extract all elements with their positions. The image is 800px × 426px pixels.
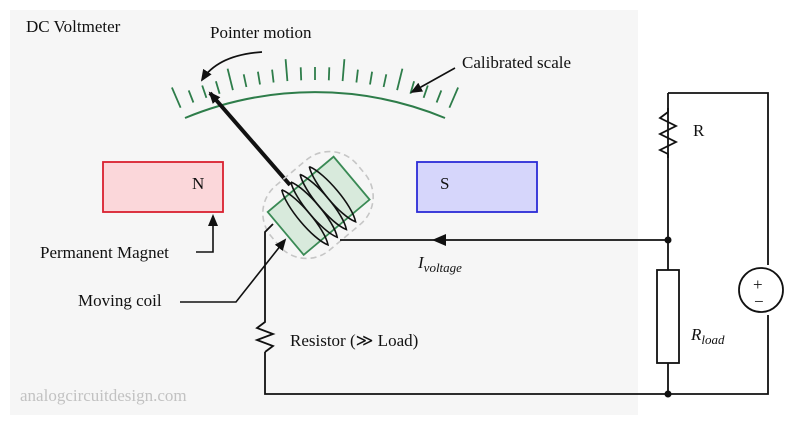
scale-tick	[226, 68, 234, 91]
north-label: N	[192, 174, 204, 193]
current-label: Ivoltage	[417, 253, 462, 275]
scale-tick	[299, 67, 303, 81]
moving-coil-label: Moving coil	[78, 291, 162, 310]
multiplier-resistor	[254, 318, 276, 353]
scale-tick	[341, 59, 346, 82]
moving-coil	[266, 155, 371, 257]
resistor-label: Resistor (≫ Load)	[290, 331, 418, 350]
scale-tick	[435, 90, 443, 103]
scale-tick	[242, 74, 248, 88]
moving-coil-arrow	[180, 238, 287, 303]
pointer-motion-label: Pointer motion	[210, 23, 312, 42]
watermark: analogcircuitdesign.com	[20, 386, 187, 405]
scale-tick	[369, 71, 373, 85]
north-magnet	[102, 161, 224, 213]
voltage-source	[738, 267, 784, 313]
permanent-magnet-arrow	[196, 214, 218, 253]
scale-tick	[355, 69, 359, 83]
scale-tick	[201, 85, 208, 99]
load-resistor	[656, 269, 680, 364]
junction-dot	[664, 236, 672, 244]
scale-tick	[382, 74, 388, 88]
resistor-r	[657, 108, 679, 158]
scale-tick	[187, 90, 195, 103]
title: DC Voltmeter	[26, 17, 121, 36]
scale-tick	[171, 87, 182, 109]
current-arrow-head	[432, 234, 446, 246]
scale-tick	[284, 59, 289, 82]
magnetic-field-outline	[262, 150, 374, 260]
permanent-magnet-label: Permanent Magnet	[40, 243, 169, 262]
scale-tick	[327, 67, 331, 81]
pointer-needle	[208, 91, 292, 187]
junction-dot	[664, 390, 672, 398]
scale-tick	[271, 69, 275, 83]
source-minus: −	[754, 292, 764, 311]
scale-tick	[257, 71, 261, 85]
source-plus: +	[753, 275, 763, 294]
resistor-r-label: R	[693, 121, 705, 140]
load-label: Rload	[690, 325, 725, 347]
pointer-motion-arrow	[200, 51, 263, 82]
calibrated-scale-label: Calibrated scale	[462, 53, 571, 72]
calibrated-scale-arrow	[410, 67, 456, 93]
scale-tick	[422, 85, 429, 99]
calibrated-scale	[171, 59, 459, 119]
south-label: S	[440, 174, 449, 193]
south-magnet	[416, 161, 538, 213]
circuit-wires	[264, 92, 769, 395]
scale-tick	[448, 87, 459, 109]
scale-tick	[396, 68, 404, 91]
